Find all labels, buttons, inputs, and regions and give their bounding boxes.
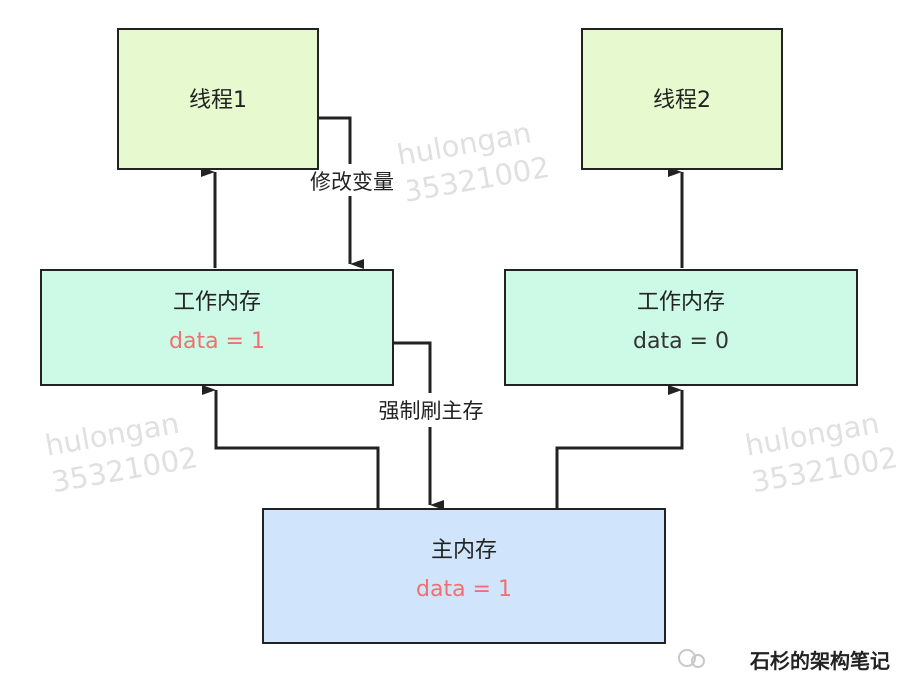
arrow-main-to-work1 — [202, 385, 380, 509]
arrow-work1-to-main-flush — [393, 341, 444, 510]
thread1-rect — [117, 28, 319, 170]
thread1-title: 线程1 — [189, 88, 247, 113]
thread2-title: 线程2 — [653, 88, 711, 113]
watermark-right: hulongan 35321002 — [743, 406, 901, 499]
arrow-main-to-work2 — [555, 385, 684, 509]
work-memory-1-box: 工作内存 data = 1 — [40, 269, 394, 386]
work-memory-2-title: 工作内存 — [637, 290, 725, 315]
watermark-left: hulongan 35321002 — [43, 406, 201, 499]
connectors — [201, 116, 684, 510]
work-memory-1-title: 工作内存 — [173, 290, 261, 315]
work-memory-1-value: data = 1 — [169, 329, 265, 354]
work-memory-2-rect — [504, 269, 858, 386]
work-memory-2-value: data = 0 — [633, 329, 729, 354]
edge-label-flush-bg — [362, 393, 500, 427]
edge-label-flush: 强制刷主存 — [362, 393, 500, 427]
wechat-icon-bubble — [691, 654, 705, 668]
main-memory-box: 主内存 data = 1 — [262, 508, 666, 644]
thread2-rect — [581, 28, 783, 170]
work-memory-1-rect — [40, 269, 394, 386]
arrow-thread1-to-work1-modify — [318, 116, 364, 269]
work-memory-2-box: 工作内存 data = 0 — [504, 269, 858, 386]
footer-brand-text: 石杉的架构笔记 — [749, 649, 890, 673]
wechat-icon — [678, 649, 696, 667]
thread2-box: 线程2 — [581, 28, 783, 170]
main-memory-value: data = 1 — [416, 577, 512, 602]
main-memory-title: 主内存 — [431, 538, 497, 563]
edge-label-flush-text: 强制刷主存 — [379, 399, 484, 423]
thread1-box: 线程1 — [117, 28, 319, 170]
footer-brand: 石杉的架构笔记 — [678, 649, 890, 673]
main-memory-rect — [262, 508, 666, 644]
watermark-top: hulongan 35321002 — [394, 115, 552, 208]
edge-label-modify-text: 修改变量 — [310, 170, 394, 194]
